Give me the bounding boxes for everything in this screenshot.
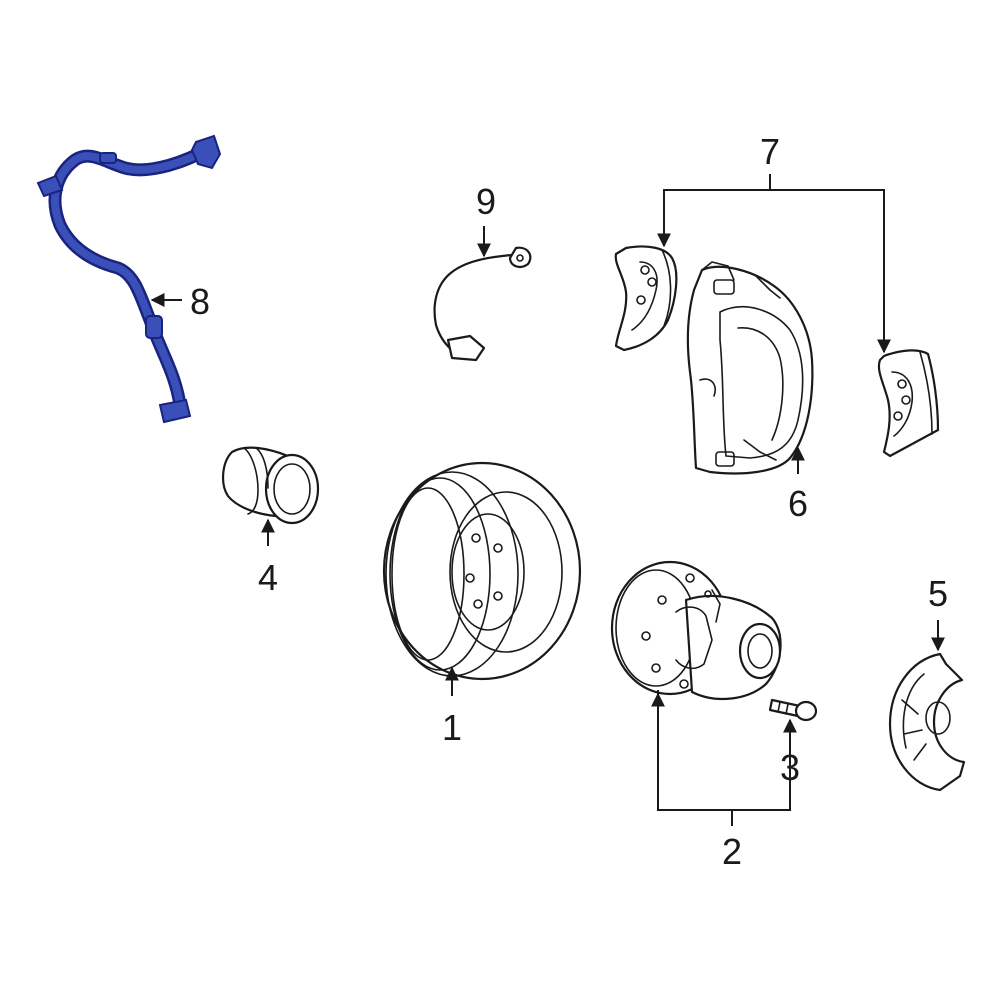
splash-shield[interactable] [888, 652, 966, 792]
callout-9: 9 [476, 181, 496, 222]
brake-pads[interactable] [614, 245, 940, 458]
abs-sensor-wire[interactable] [36, 134, 222, 424]
leader-lines [150, 174, 945, 826]
wear-sensor[interactable] [433, 246, 532, 362]
callout-7: 7 [760, 131, 780, 172]
callout-8: 8 [190, 281, 210, 322]
callout-2: 2 [722, 831, 742, 872]
callout-5: 5 [928, 573, 948, 614]
callout-3: 3 [780, 747, 800, 788]
hub-cap[interactable] [222, 446, 320, 525]
callout-6: 6 [788, 483, 808, 524]
callout-4: 4 [258, 557, 278, 598]
caliper[interactable] [686, 261, 814, 475]
brake-pad-inner[interactable] [614, 245, 678, 352]
callout-labels: 1 2 3 4 5 6 7 8 9 [190, 131, 948, 872]
brake-pad-outer[interactable] [877, 349, 940, 458]
wheel-stud[interactable] [768, 698, 818, 722]
rotor[interactable] [382, 461, 582, 681]
hub-assembly[interactable] [610, 560, 782, 701]
callout-1: 1 [442, 707, 462, 748]
